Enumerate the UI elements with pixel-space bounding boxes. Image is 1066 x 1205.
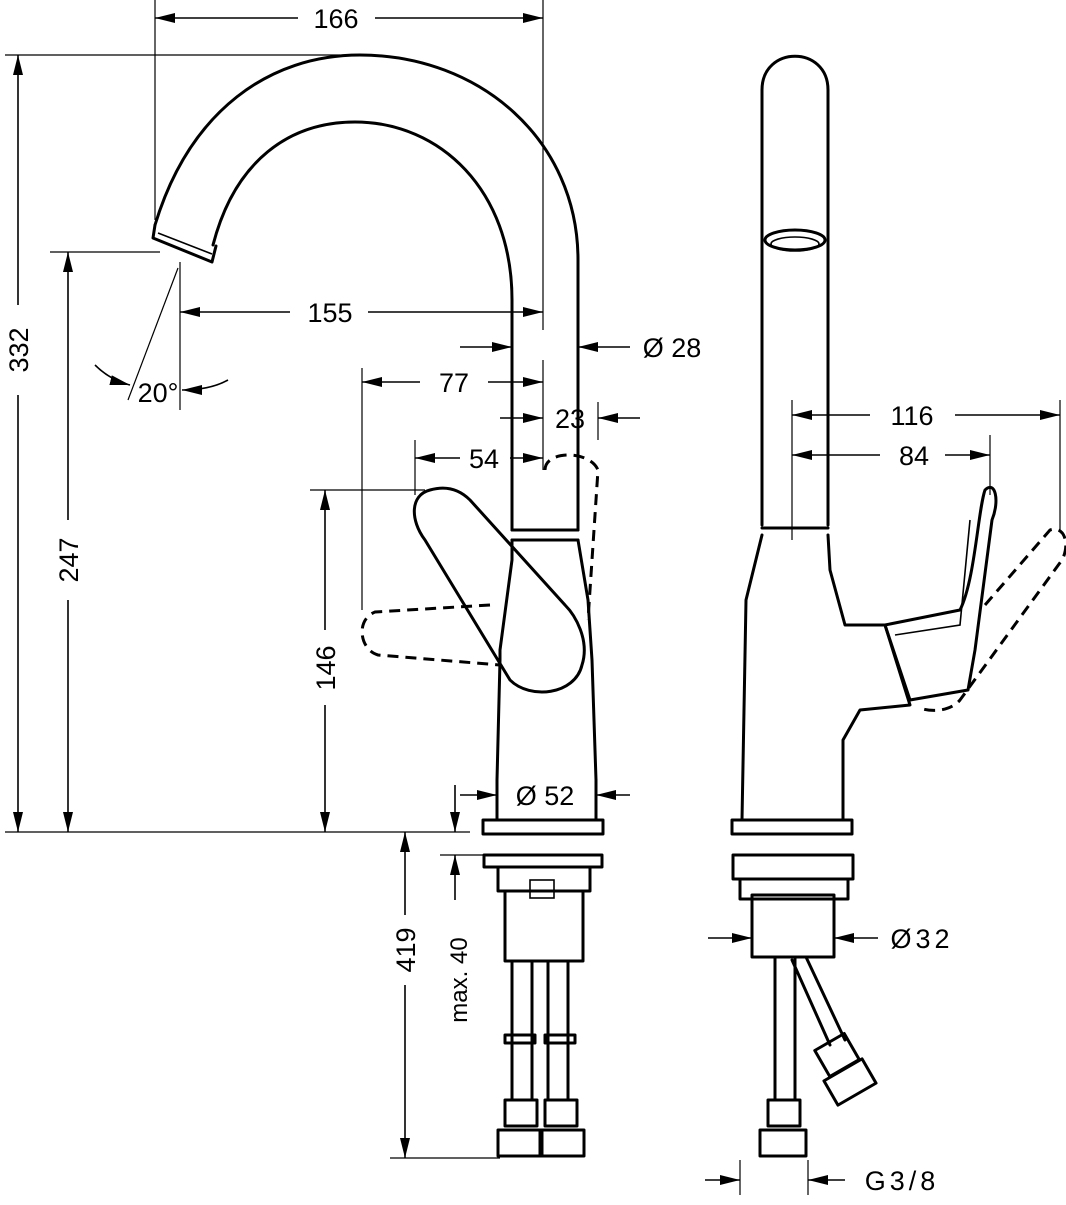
side-view (730, 54, 1066, 1158)
lever (412, 486, 586, 694)
dimension-labels: 166 332 247 155 20° Ø 28 77 23 54 146 Ø … (4, 4, 953, 1196)
dim-deck-thickness: max. 40 (446, 937, 473, 1022)
dim-lever-width: 54 (469, 444, 499, 474)
spout-inner (211, 120, 514, 532)
side-lever (883, 486, 998, 702)
side-body (740, 533, 912, 822)
dim-angle: 20° (138, 378, 179, 408)
dim-overall-height: 332 (4, 327, 34, 372)
dim-connection-thread: G3/8 (865, 1166, 940, 1196)
dimension-lines (5, 0, 1061, 1195)
dim-lever-reach: 77 (439, 368, 469, 398)
dim-spout-reach: 155 (307, 298, 352, 328)
spout-outer (153, 53, 580, 422)
dim-side-reach-open: 116 (890, 401, 933, 431)
dim-base-diameter: Ø 52 (516, 781, 575, 811)
dim-hose-length: 419 (391, 927, 421, 972)
dim-spout-diameter: Ø 28 (643, 333, 702, 363)
dim-lever-height: 146 (311, 645, 341, 690)
faucet-body (495, 538, 598, 782)
dim-spout-outlet-height: 247 (54, 537, 84, 582)
front-view (151, 53, 605, 1158)
base-plate (481, 818, 605, 836)
dim-spout-offset: 23 (555, 404, 585, 434)
lever-alt-left (360, 603, 501, 667)
side-lever-alt (919, 527, 1066, 712)
spout-nozzle (151, 223, 218, 264)
dim-shank-diameter: Ø32 (890, 924, 953, 954)
hoses (496, 959, 586, 1158)
dim-side-reach: 84 (899, 441, 929, 471)
dim-overall-width: 166 (313, 4, 358, 34)
side-spout (760, 54, 830, 527)
lever-alt-up (543, 453, 600, 621)
